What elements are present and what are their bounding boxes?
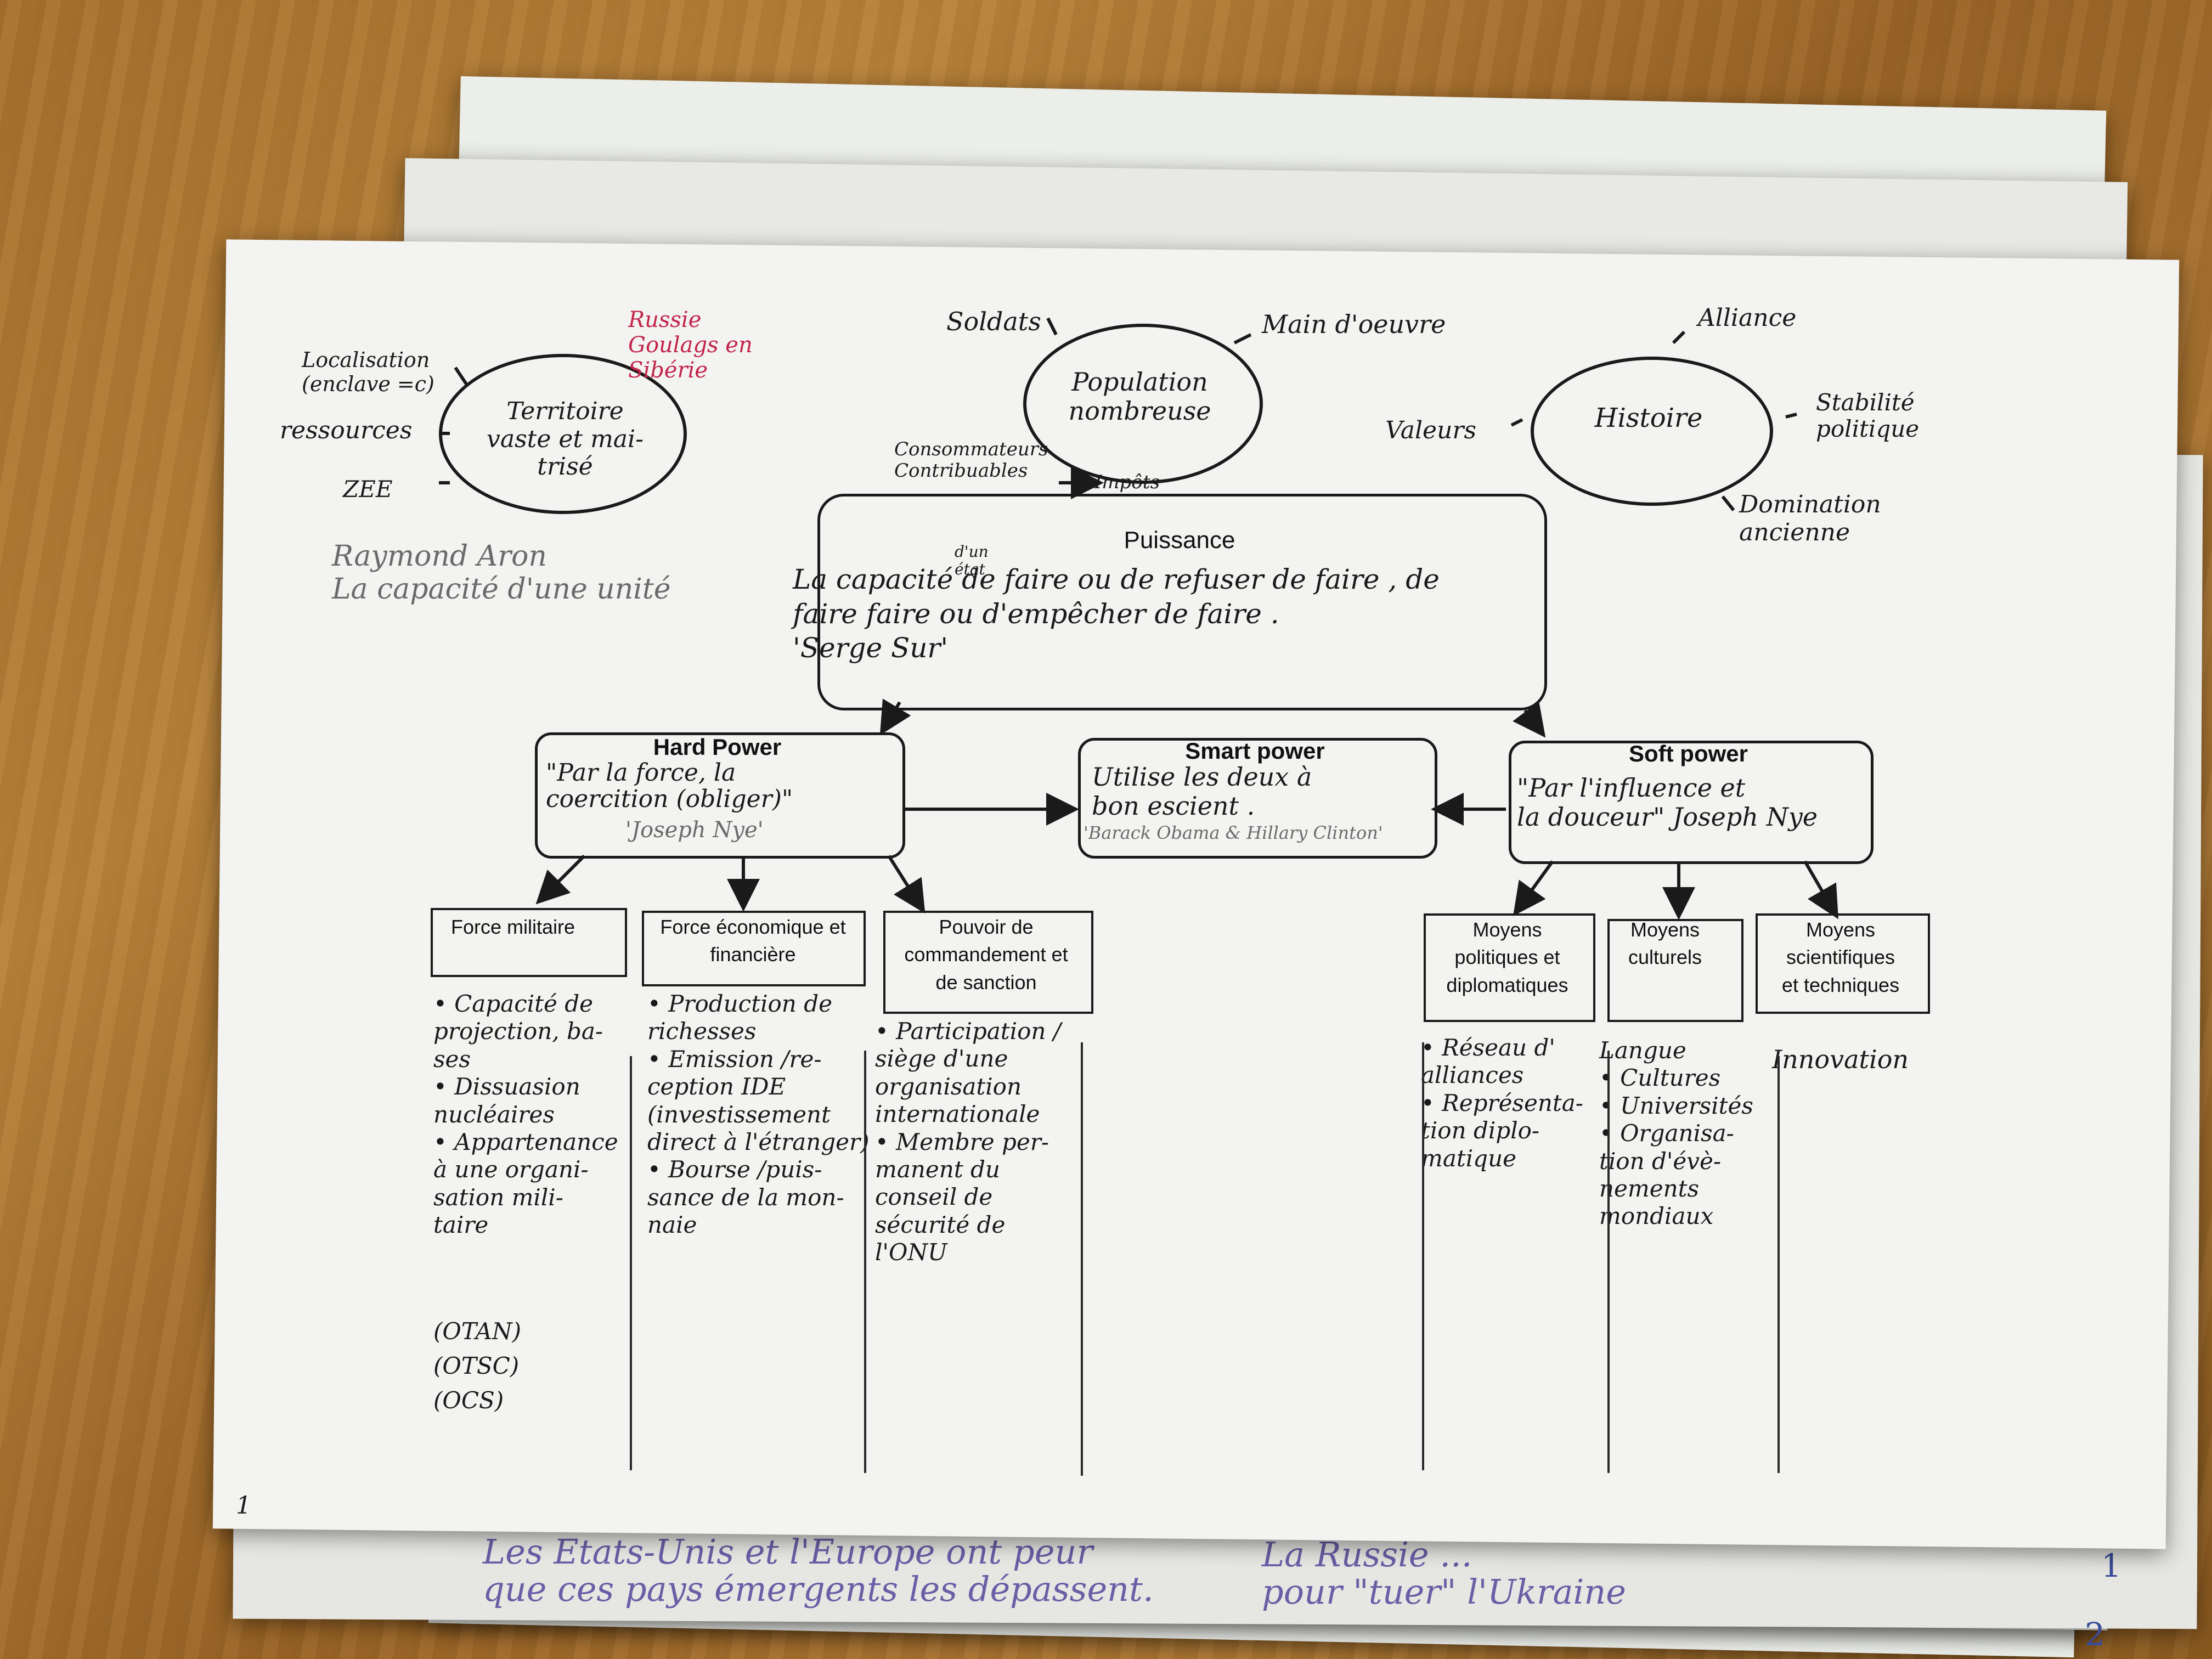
ressources-note: ressources [280,416,413,444]
pouvoir-commandement-box [883,911,1093,1014]
smart-power-author: 'Barack Obama & Hillary Clinton' [1084,822,1383,843]
hard-power-title: Hard Power [653,734,782,760]
column-divider [1778,1056,1780,1473]
underlying-notes-left: Les Etats-Unis et l'Europe ont peur que … [483,1532,1154,1610]
force-economique-box [642,911,866,986]
moyens-politiques-title: Moyens politiques et diplomatiques [1446,918,1568,996]
page-corner-number: 1 [236,1492,251,1520]
underlying-notes-right: La Russie ... pour "tuer" l'Ukraine [1262,1534,1626,1612]
valeurs-note: Valeurs [1385,416,1477,444]
population-label: Population nombreuse [1068,367,1211,426]
column-divider [1607,1051,1610,1473]
population-oval [1023,324,1263,484]
russie-note: Russie Goulags en Sibérie [628,307,753,383]
force-militaire-notes: • Capacité de projection, ba- ses • Diss… [433,990,618,1239]
localisation-note: Localisation (enclave =c) [302,348,435,396]
puissance-insert: d'un état [955,543,989,579]
moyens-scientifiques-title: Moyens scientifiques et techniques [1781,918,1900,996]
force-militaire-title: Force militaire [450,916,575,938]
moyens-politiques-box [1424,913,1595,1022]
domination-note: Domination ancienne [1739,490,1881,546]
alliance-note: Alliance [1698,304,1797,332]
territoire-label: Territoire vaste et mai- trisé [487,397,644,481]
histoire-oval [1531,357,1773,506]
moyens-politiques-notes: • Réseau d' alliances • Représenta- tion… [1421,1034,1583,1172]
force-economique-notes: • Production de richesses • Emission /re… [647,990,870,1239]
territoire-oval [439,354,687,514]
moyens-culturels-box [1607,919,1743,1022]
soft-power-text: "Par l'influence et la douceur" Joseph N… [1517,773,1818,832]
raymond-aron-note: Raymond Aron La capacité d'une unité [332,540,671,606]
column-divider [1081,1042,1083,1476]
soft-power-title: Soft power [1629,741,1748,766]
hard-power-author: 'Joseph Nye' [625,817,764,843]
zee-note: ZEE [343,476,393,503]
smart-power-title: Smart power [1185,738,1325,764]
page-number: 1 [2101,1547,2121,1584]
pouvoir-commandement-title: Pouvoir de commandement et de sanction [904,916,1068,994]
smart-power-text: Utilise les deux à bon escient . [1092,762,1312,821]
histoire-label: Histoire [1594,403,1703,433]
pouvoir-commandement-notes: • Participation / siège d'une organisati… [875,1018,1061,1266]
soft-power-box [1509,741,1874,864]
moyens-scientifiques-box [1756,913,1930,1014]
page-number: 2 [2085,1616,2105,1653]
stabilite-note: Stabilité politique [1816,389,1920,443]
moyens-scientifiques-notes: Innovation [1772,1045,1909,1074]
moyens-culturels-title: Moyens culturels [1628,918,1702,969]
force-economique-title: Force économique et financière [660,916,846,966]
force-militaire-box [431,908,627,977]
column-divider [1422,1042,1424,1470]
impots-note: Impôts [1094,471,1160,493]
puissance-definition: La capacité de faire ou de refuser de fa… [793,563,1440,664]
puissance-title: Puissance [1124,527,1235,554]
hard-power-quote: "Par la force, la coercition (obliger)" [546,759,793,814]
puissance-box [817,494,1547,710]
moyens-culturels-notes: Langue • Cultures • Universités • Organi… [1599,1037,1753,1230]
column-divider [864,1051,866,1473]
force-militaire-organisations: (OTAN) (OTSC) (OCS) [433,1318,522,1414]
smart-power-box [1078,738,1437,859]
column-divider [630,1056,632,1470]
hard-power-box [535,732,905,859]
consommateurs-note: Consommateurs Contribuables [894,438,1048,482]
soldats-note: Soldats [946,307,1041,336]
main-oeuvre-note: Main d'oeuvre [1262,309,1446,339]
